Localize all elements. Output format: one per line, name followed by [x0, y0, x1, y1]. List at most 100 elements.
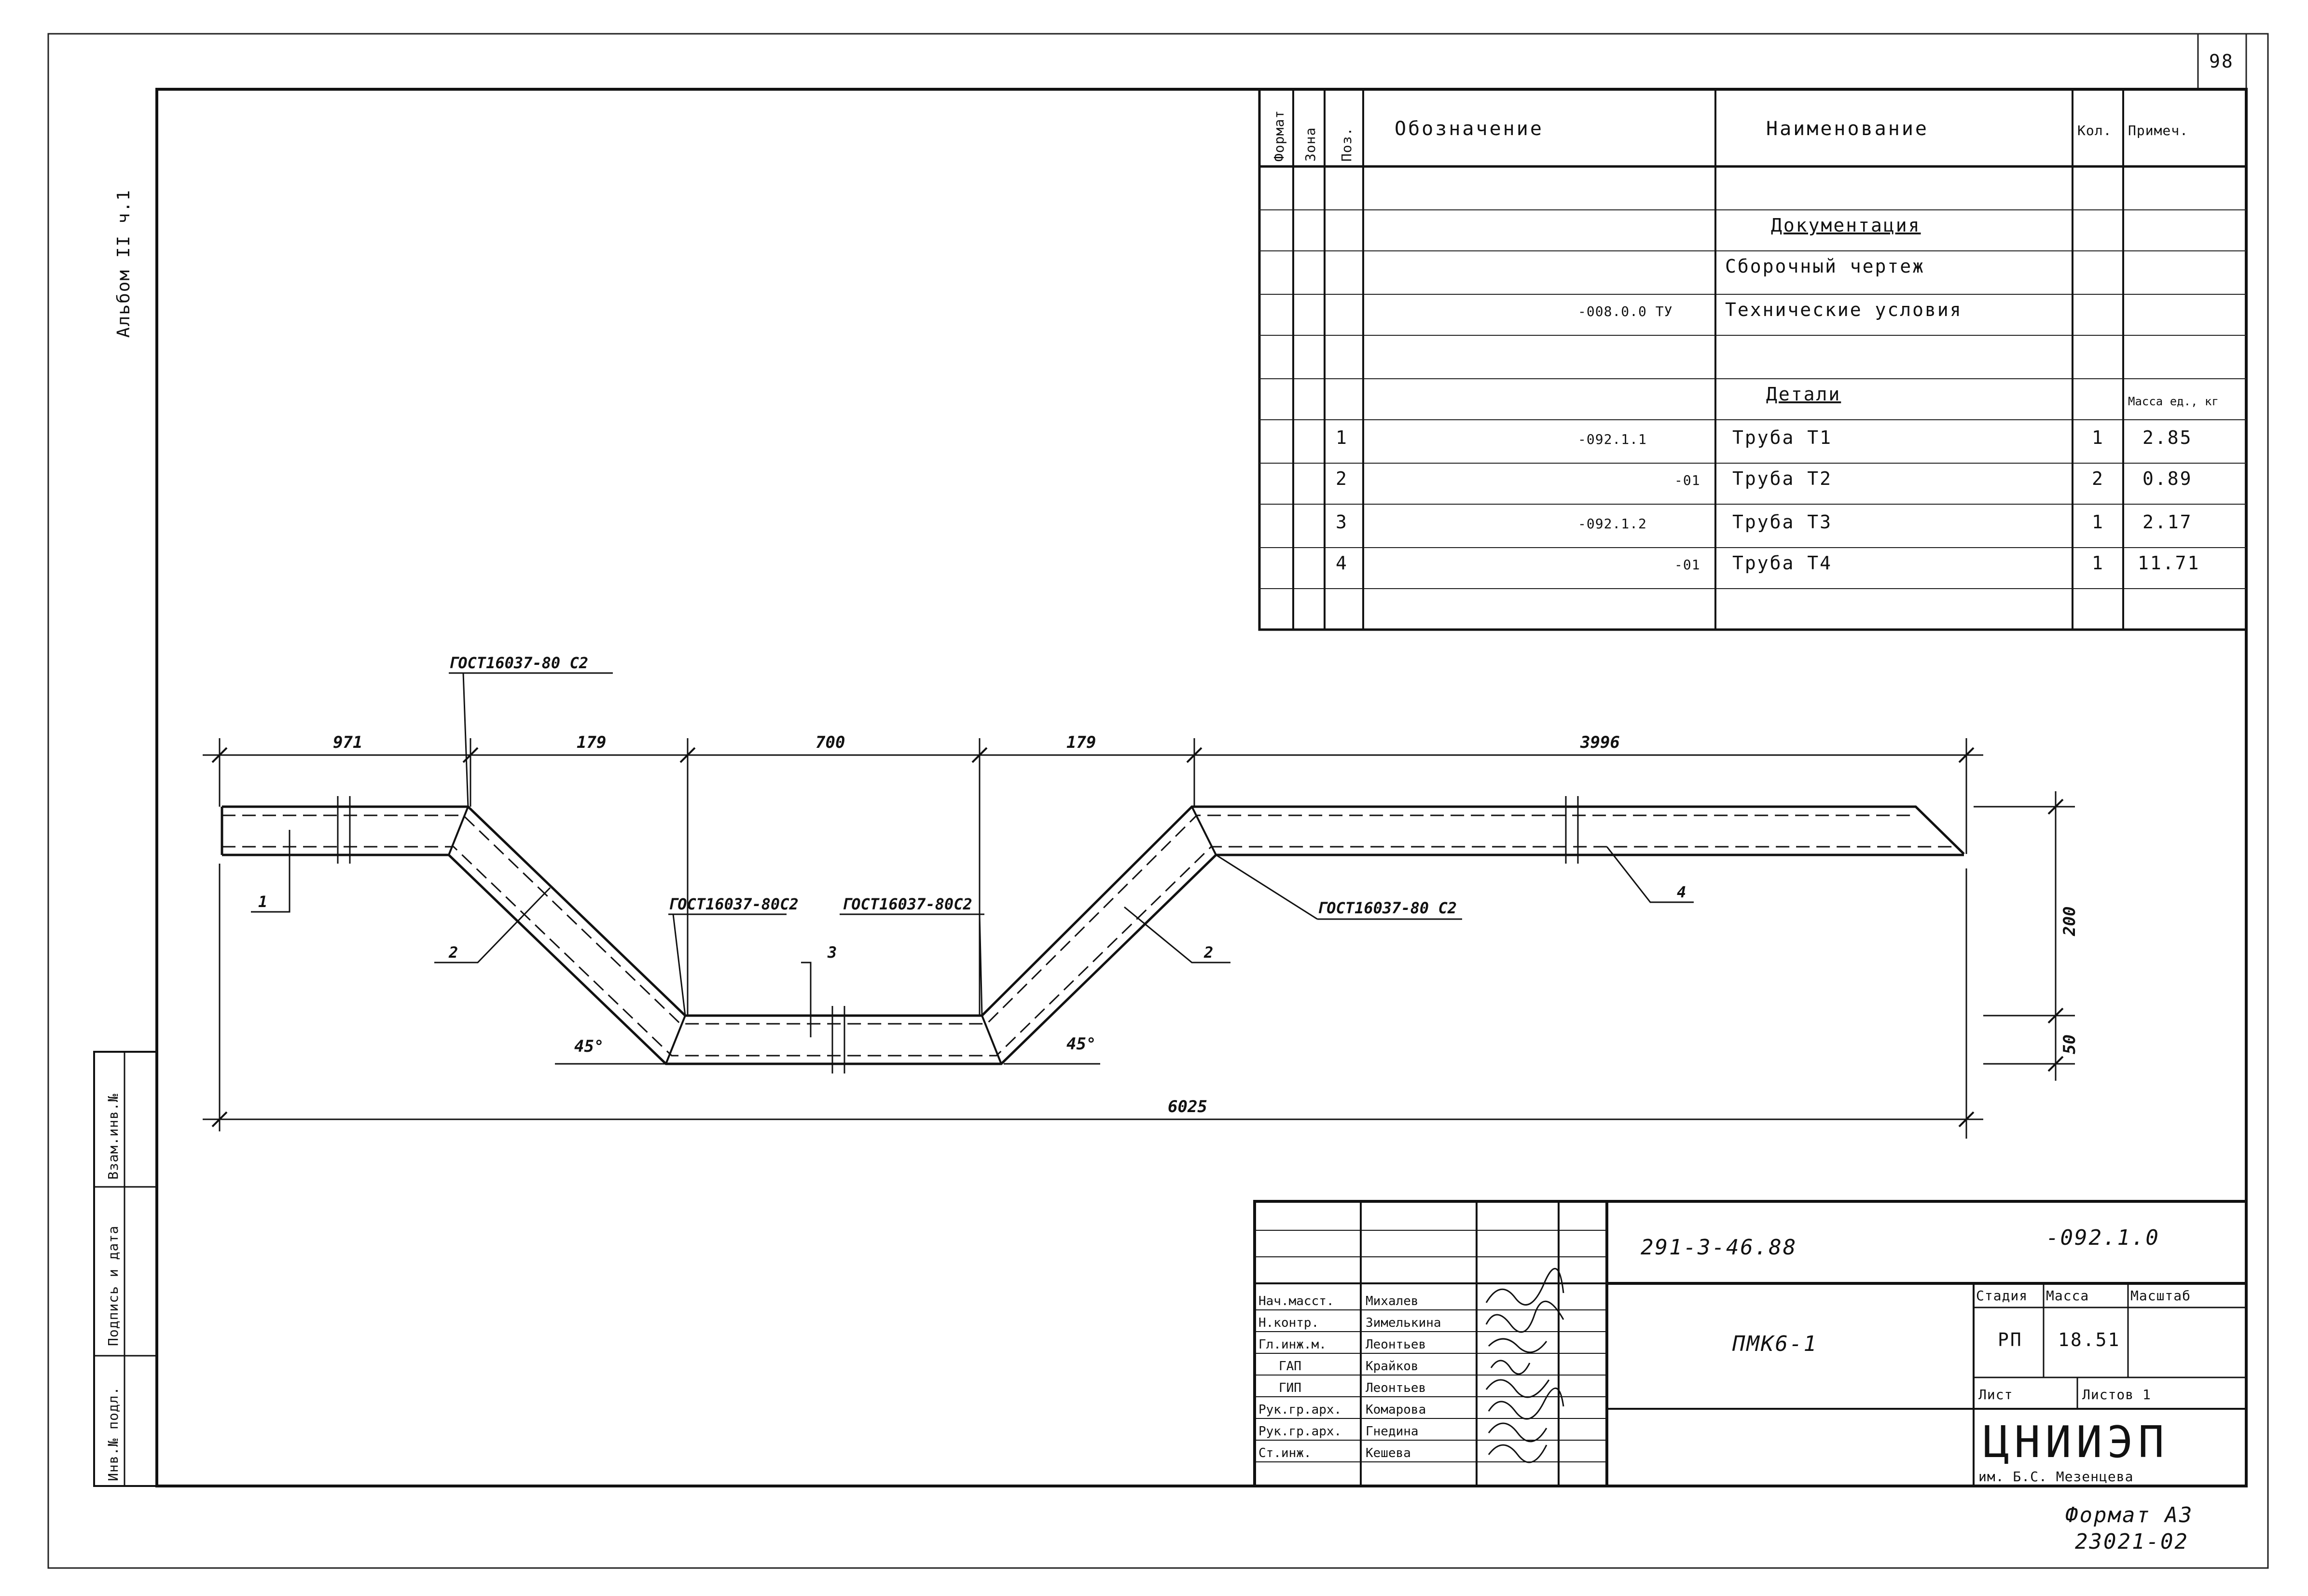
sheet-label: Лист — [1978, 1387, 2013, 1403]
signer-name: Леонтьев — [1366, 1337, 1426, 1352]
header-format: Формат — [1271, 110, 1287, 162]
weld-label-mid: ГОСТ16037-80С2 — [842, 895, 972, 913]
album-label: Альбом II ч.1 — [114, 189, 134, 338]
row1-pos: 1 — [1336, 427, 1348, 448]
header-note: Примеч. — [2128, 123, 2188, 138]
spec-table: Формат Зона Поз. Обозначение Наименовани… — [1258, 88, 2248, 631]
callout-2-right: 2 — [1203, 943, 1213, 962]
pipe-outer — [222, 805, 1965, 1017]
header-name: Наименование — [1766, 118, 1929, 140]
dim-3996: 3996 — [1580, 733, 1620, 752]
row4-designation: -01 — [1674, 557, 1700, 573]
side-inv-podl: Инв.№ подл. — [105, 1387, 121, 1481]
header-zone: Зона — [1302, 127, 1318, 162]
signer-name: Гнедина — [1366, 1424, 1419, 1439]
row2-pos: 2 — [1336, 468, 1348, 489]
row2-qty: 2 — [2092, 468, 2104, 489]
row4-name: Труба Т4 — [1732, 552, 1832, 574]
stage-label: Стадия — [1976, 1288, 2028, 1304]
header-pos: Поз. — [1339, 127, 1354, 162]
dim-total: 6025 — [1168, 1097, 1207, 1116]
table-row: 1 -092.1.1 Труба Т1 1 2.85 — [1336, 427, 2193, 448]
stage-value: РП — [1998, 1329, 2023, 1350]
doc-code: 291-3-46.88 — [1641, 1235, 1797, 1260]
row4-qty: 1 — [2092, 552, 2104, 574]
signer-role: Нач.масст. — [1258, 1294, 1334, 1308]
side-stamp: Взам.инв.№ Подпись и дата Инв.№ подл. — [93, 1051, 158, 1487]
dim-700: 700 — [815, 733, 845, 752]
dim-offset: 50 — [2060, 1034, 2079, 1054]
table-row: 3 -092.1.2 Труба Т3 1 2.17 — [1336, 511, 2193, 533]
row1-qty: 1 — [2092, 427, 2104, 448]
row4-pos: 4 — [1336, 552, 1348, 574]
mass-note: Масса ед., кг — [2128, 395, 2219, 408]
signer-name: Комарова — [1366, 1403, 1426, 1417]
signer-list: Нач.масст. Михалев Н.контр. Зимелькина Г… — [1258, 1294, 1441, 1460]
callout-3: 3 — [827, 943, 837, 962]
mass-label: Масса — [2046, 1288, 2089, 1304]
weld-label-left: ГОСТ16037-80С2 — [668, 895, 799, 913]
signer-role: ГАП — [1279, 1359, 1301, 1374]
side-sign-date: Подпись и дата — [105, 1225, 121, 1346]
angle-right: 45° — [1066, 1034, 1096, 1054]
section-parts: Детали — [1766, 384, 1841, 405]
title-block — [1253, 1200, 2248, 1487]
callout-1: 1 — [258, 893, 267, 911]
tc-name: Технические условия — [1725, 299, 1962, 320]
row3-designation: -092.1.2 — [1578, 516, 1647, 532]
section-docs: Документация — [1771, 215, 1921, 236]
weld-label-top: ГОСТ16037-80 С2 — [449, 654, 588, 672]
sheet-code: -092.1.0 — [2046, 1225, 2160, 1250]
inner-frame — [155, 88, 2248, 1487]
signer-name: Зимелькина — [1366, 1316, 1441, 1330]
callout-2-left: 2 — [448, 943, 458, 962]
row2-designation: -01 — [1674, 472, 1700, 488]
row1-note: 2.85 — [2142, 427, 2193, 448]
table-row: 4 -01 Труба Т4 1 11.71 — [1336, 552, 2200, 574]
outer-frame — [47, 33, 2269, 1569]
org-logo: ЦНИИЭП — [1983, 1417, 2169, 1468]
dim-height: 200 — [2060, 907, 2079, 936]
row4-note: 11.71 — [2138, 552, 2200, 574]
row2-name: Труба Т2 — [1732, 468, 1832, 489]
stamp-number: 23021-02 — [2075, 1529, 2189, 1554]
mass-value: 18.51 — [2058, 1329, 2120, 1350]
row2-note: 0.89 — [2142, 468, 2193, 489]
signer-role: Рук.гр.арх. — [1258, 1424, 1341, 1439]
signer-name: Кешева — [1366, 1446, 1411, 1460]
signature-scribbles — [1485, 1267, 1564, 1463]
page-number: 98 — [2209, 51, 2234, 72]
row1-name: Труба Т1 — [1732, 427, 1832, 448]
callout-4: 4 — [1677, 883, 1686, 901]
signer-role: ГИП — [1279, 1381, 1301, 1395]
row3-name: Труба Т3 — [1732, 511, 1832, 533]
assembly-drawing: Сборочный чертеж — [1725, 256, 1925, 277]
row3-qty: 1 — [2092, 511, 2104, 533]
signer-name: Михалев — [1366, 1294, 1419, 1308]
signer-role: Н.контр. — [1258, 1316, 1319, 1330]
row3-pos: 3 — [1336, 511, 1348, 533]
angle-left: 45° — [574, 1037, 604, 1056]
dim-971: 971 — [333, 733, 362, 752]
signer-role: Ст.инж. — [1258, 1446, 1312, 1460]
signer-role: Рук.гр.арх. — [1258, 1403, 1341, 1417]
header-qty: Кол. — [2077, 123, 2112, 138]
row1-designation: -092.1.1 — [1578, 431, 1647, 447]
tc-designation: -008.0.0 ТУ — [1578, 303, 1672, 319]
table-row: 2 -01 Труба Т2 2 0.89 — [1336, 468, 2193, 489]
row3-note: 2.17 — [2142, 511, 2193, 533]
weld-label-right: ГОСТ16037-80 С2 — [1317, 899, 1457, 917]
header-designation: Обозначение — [1395, 118, 1544, 140]
signer-name: Крайков — [1366, 1359, 1419, 1374]
dim-179-left: 179 — [577, 733, 606, 752]
signer-role: Гл.инж.м. — [1258, 1337, 1327, 1352]
format-label: Формат А3 — [2065, 1503, 2193, 1527]
side-vzam: Взам.инв.№ — [105, 1093, 121, 1180]
pipe-drawing — [203, 672, 2075, 1139]
pipe-inner — [222, 853, 1964, 1065]
scale-label: Масштаб — [2130, 1288, 2191, 1304]
sheets-label: Листов 1 — [2082, 1387, 2151, 1403]
dim-179-right: 179 — [1066, 733, 1096, 752]
product-name: ПМК6-1 — [1732, 1332, 1818, 1356]
